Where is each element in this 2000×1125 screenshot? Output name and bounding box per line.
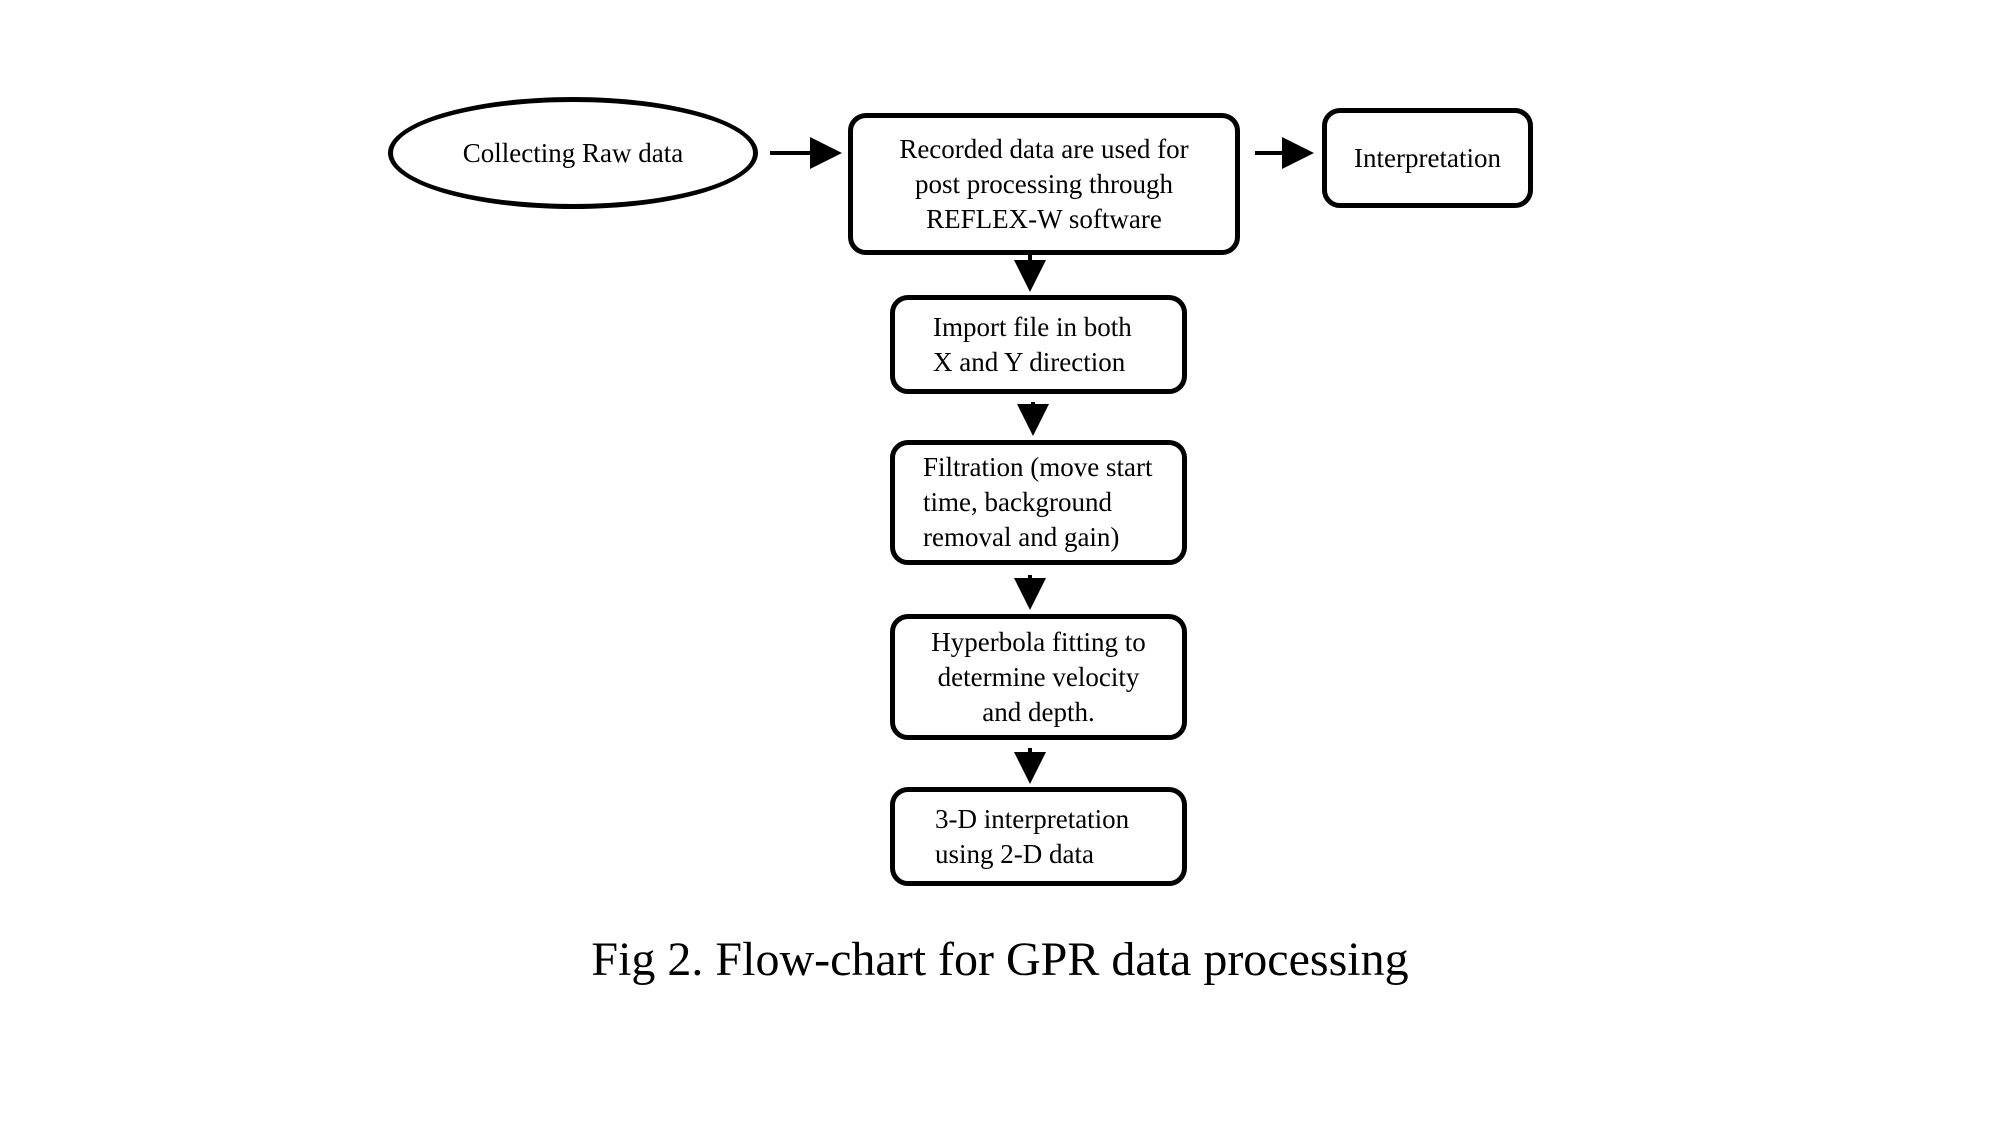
- node-3d-interpretation-line-2: using 2-D data: [935, 838, 1094, 869]
- node-collecting-raw-data: Collecting Raw data: [388, 97, 758, 209]
- node-filtration: Filtration (move start time, background …: [890, 440, 1187, 565]
- node-3d-interpretation-line-1: 3-D interpretation: [935, 803, 1130, 834]
- node-recorded-data-line-3: REFLEX-W software: [926, 203, 1162, 234]
- node-recorded-data-line-2: post processing through: [915, 168, 1173, 199]
- node-import-file: Import file in both X and Y direction: [890, 295, 1187, 394]
- node-hyperbola-fitting-line-2: determine velocity: [937, 661, 1140, 692]
- node-filtration-line-2: time, background: [923, 487, 1112, 517]
- node-3d-interpretation: 3-D interpretation using 2-D data: [890, 787, 1187, 886]
- node-filtration-line-3: removal and gain): [923, 522, 1120, 552]
- node-hyperbola-fitting-line-3: and depth.: [982, 696, 1095, 727]
- node-hyperbola-fitting: Hyperbola fitting to determine velocity …: [890, 614, 1187, 740]
- figure-caption: Fig 2. Flow-chart for GPR data processin…: [591, 933, 1409, 986]
- node-import-file-line-1: Import file in both: [933, 311, 1132, 342]
- node-recorded-data: Recorded data are used for post processi…: [848, 113, 1240, 255]
- node-import-file-line-2: X and Y direction: [933, 346, 1126, 377]
- node-filtration-line-1: Filtration (move start: [923, 452, 1153, 482]
- node-hyperbola-fitting-line-1: Hyperbola fitting to: [931, 626, 1146, 657]
- node-interpretation-label: Interpretation: [1354, 142, 1501, 173]
- node-recorded-data-line-1: Recorded data are used for: [899, 133, 1189, 164]
- node-collecting-raw-data-label: Collecting Raw data: [462, 137, 684, 168]
- node-interpretation: Interpretation: [1322, 108, 1533, 208]
